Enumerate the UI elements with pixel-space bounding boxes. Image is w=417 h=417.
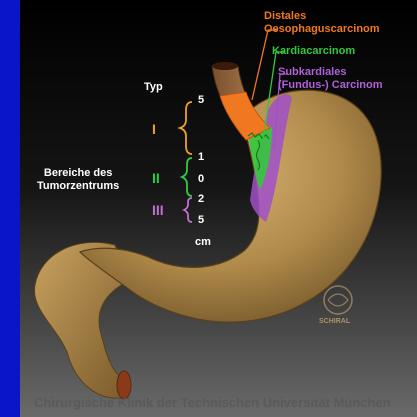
stomach-illustration <box>20 0 417 417</box>
typ-2-label: II <box>152 170 160 186</box>
label-bereiche-line1: Bereiche des <box>37 167 119 180</box>
label-distal-line1: Distales <box>264 10 380 23</box>
typ-1-label: I <box>152 121 156 137</box>
label-distal: Distales Oesophaguscarcinom <box>264 10 380 36</box>
brace-typ2 <box>182 158 192 196</box>
scale-2: 2 <box>198 193 204 205</box>
scale-5-bottom: 5 <box>198 214 204 226</box>
logo-text: SCHIRAL <box>319 318 350 325</box>
label-subkard-line1: Subkardiales <box>278 66 383 79</box>
label-bereiche-line2: Tumorzentrums <box>37 180 119 193</box>
typ-3-label: III <box>152 202 164 218</box>
credit-caption: Chirurgische Klinik der Technischen Univ… <box>34 395 391 410</box>
label-kardia: Kardiacarcinom <box>272 45 355 57</box>
scale-unit: cm <box>195 236 211 248</box>
label-distal-line2: Oesophaguscarcinom <box>264 23 380 36</box>
illustration-frame: Distales Oesophaguscarcinom Kardiacarcin… <box>20 0 417 417</box>
scale-0: 0 <box>198 173 204 185</box>
esophagus-opening <box>212 62 238 70</box>
label-bereiche: Bereiche des Tumorzentrums <box>37 167 119 193</box>
label-subkard: Subkardiales (Fundus-) Carcinom <box>278 66 383 92</box>
scale-5-top: 5 <box>198 94 204 106</box>
brace-typ3 <box>184 198 192 222</box>
label-subkard-line2: (Fundus-) Carcinom <box>278 79 383 92</box>
schiral-logo <box>324 286 352 314</box>
scale-1: 1 <box>198 151 204 163</box>
stomach-body <box>80 90 381 322</box>
label-typ: Typ <box>144 81 163 93</box>
brace-typ1 <box>180 102 192 154</box>
